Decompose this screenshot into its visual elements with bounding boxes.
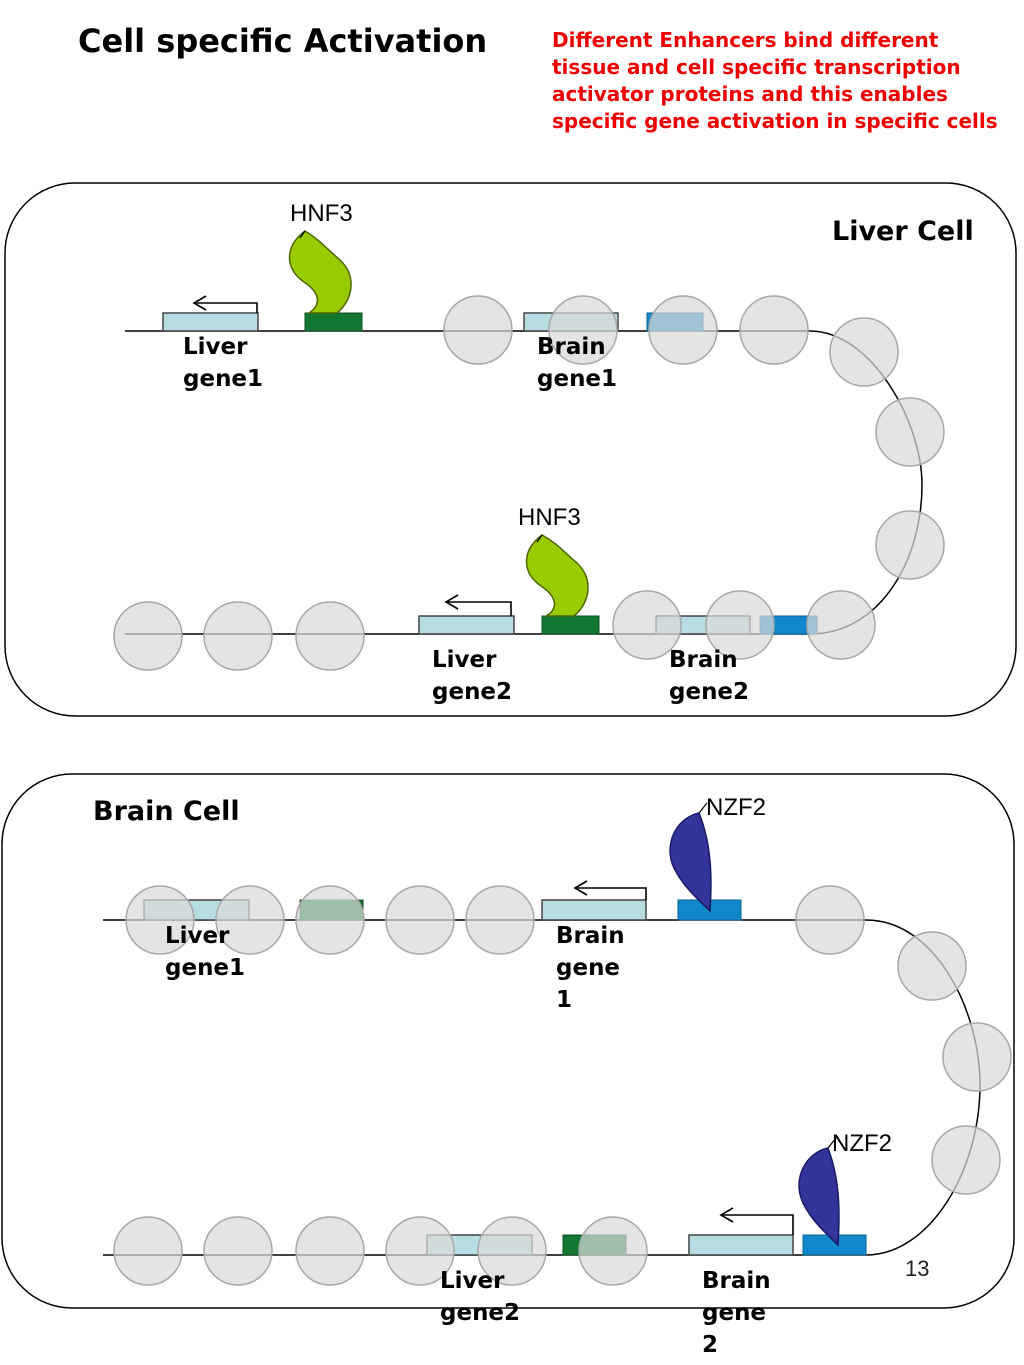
liver-gene1-label: Liver gene1	[183, 334, 263, 392]
nucleosome	[295, 601, 365, 671]
brain-gene1-label: Brain gene 1	[556, 923, 633, 1013]
nucleosome	[795, 885, 865, 955]
nucleosome	[295, 885, 365, 955]
nzf2-activator-shape-2	[798, 1147, 840, 1247]
brain-gene2-box	[688, 1234, 794, 1256]
nucleosome	[443, 295, 513, 365]
nucleosome	[203, 1216, 273, 1286]
liver-gene2-label: Liver gene2	[432, 647, 512, 705]
brain-cell-border	[1, 773, 1015, 1309]
liver-cell-border	[4, 182, 1017, 717]
nucleosome	[113, 1216, 183, 1286]
hnf3-pointer-1	[299, 230, 306, 239]
brain-gene1-box	[541, 899, 647, 921]
hnf3-label-2: HNF3	[518, 504, 581, 531]
liver-gene1-label: Liver gene1	[165, 923, 245, 981]
brain-gene1-label: Brain gene1	[537, 334, 617, 392]
nucleosome	[875, 510, 945, 580]
nucleosome	[612, 590, 682, 660]
nzf2-label-1: NZF2	[706, 794, 766, 821]
nucleosome	[739, 295, 809, 365]
hnf3-label-1: HNF3	[290, 200, 353, 227]
note-line-2: tissue and cell specific transcription	[552, 55, 961, 79]
liver-gene1-box	[162, 312, 259, 332]
nucleosome	[295, 1216, 365, 1286]
nucleosome	[705, 590, 775, 660]
nucleosome	[477, 1216, 547, 1286]
nucleosome	[897, 931, 967, 1001]
nucleosome	[113, 601, 183, 671]
brain-gene2-transcription-arrow	[721, 1214, 794, 1235]
nucleosome	[548, 295, 618, 365]
brain-gene1-arrow-head-icon	[573, 880, 588, 896]
liver-gene2-label: Liver gene2	[440, 1268, 520, 1326]
nzf2-activator-shape-1	[669, 812, 712, 913]
note-line-1: Different Enhancers bind different	[552, 28, 939, 52]
hnf3-activator-shape-1	[288, 230, 352, 314]
hnf3-pointer-2	[536, 534, 543, 543]
nucleosome	[385, 885, 455, 955]
brain-cell-label: Brain Cell	[93, 796, 240, 827]
page-title: Cell specific Activation	[78, 22, 487, 60]
brain-gene1-transcription-arrow	[575, 887, 647, 900]
nucleosome	[942, 1022, 1012, 1092]
nzf2-label-2: NZF2	[832, 1130, 892, 1157]
liver-gene2-box	[418, 615, 515, 635]
liver-cell-panel: Liver Cell HNF3 HNF3	[4, 182, 1017, 717]
note-line-4: specific gene activation in specific cel…	[552, 109, 998, 133]
liver-gene1-enhancer	[304, 312, 363, 332]
hnf3-activator-shape-2	[525, 534, 589, 617]
liver-cell-label: Liver Cell	[832, 216, 974, 247]
explanation-note: Different Enhancers bind different tissu…	[552, 28, 998, 133]
brain-cell-panel: Brain Cell NZF2 NZF2	[1, 773, 1015, 1358]
brain-gene2-label: Brain gene2	[669, 647, 749, 705]
liver-gene1-transcription-arrow	[194, 302, 258, 313]
nzf2-pointer-1	[698, 802, 708, 814]
nucleosome	[578, 1216, 648, 1286]
page-number: 13	[905, 1256, 929, 1281]
nucleosome	[215, 885, 285, 955]
nucleosome	[829, 317, 899, 387]
nucleosome	[203, 601, 273, 671]
liver-gene1-arrow-head-icon	[192, 295, 207, 311]
nucleosome	[648, 295, 718, 365]
nucleosome	[125, 885, 195, 955]
brain-gene2-arrow-head-icon	[719, 1207, 734, 1223]
nucleosome	[385, 1216, 455, 1286]
liver-gene2-enhancer	[541, 615, 600, 635]
nucleosome	[875, 397, 945, 467]
nucleosome	[931, 1125, 1001, 1195]
liver-gene2-arrow-head-icon	[444, 594, 459, 610]
nucleosome	[806, 590, 876, 660]
nucleosome	[465, 885, 535, 955]
note-line-3: activator proteins and this enables	[552, 82, 948, 106]
brain-gene2-label: Brain gene 2	[702, 1268, 779, 1358]
liver-gene2-transcription-arrow	[446, 601, 512, 616]
nzf2-pointer-2	[827, 1137, 837, 1149]
